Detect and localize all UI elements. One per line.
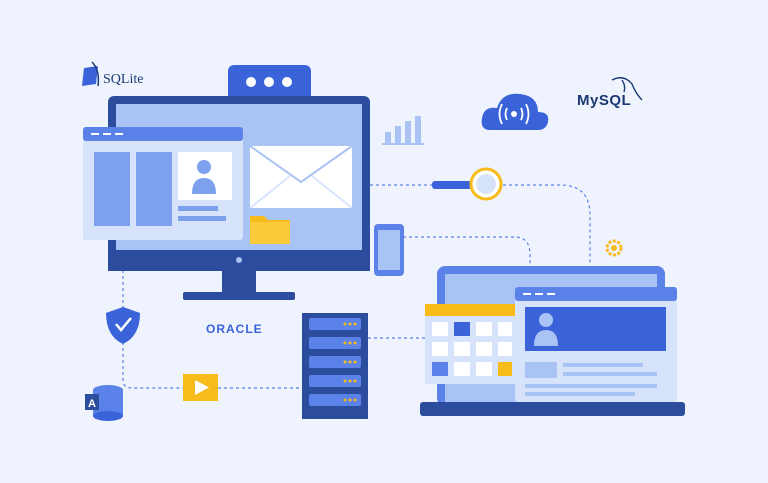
envelope-icon (249, 145, 353, 209)
bar-chart-icon (382, 116, 424, 145)
user-profile-window (515, 287, 677, 402)
connection-lines (122, 184, 591, 389)
oracle-logo-text: ORACLE (206, 322, 263, 336)
video-play-icon (183, 374, 218, 401)
wifi-cloud-icon (481, 93, 549, 130)
profile-browser-window (83, 127, 243, 240)
chat-bubble-icon (228, 65, 311, 116)
phone-icon (374, 224, 404, 276)
sqlite-logo (82, 61, 100, 87)
server-rack-icon (302, 313, 368, 419)
gear-icon (605, 239, 623, 257)
shield-check-icon (106, 307, 140, 344)
access-letter: A (88, 398, 96, 410)
calendar-icon (425, 304, 515, 384)
folder-icon (250, 216, 290, 244)
magnifier-icon (432, 167, 503, 201)
mysql-dolphin-icon (611, 77, 643, 101)
ms-access-database-icon: A (85, 385, 123, 421)
mysql-logo-text: MySQL (577, 92, 632, 109)
sqlite-logo-text: SQLite (103, 72, 144, 87)
